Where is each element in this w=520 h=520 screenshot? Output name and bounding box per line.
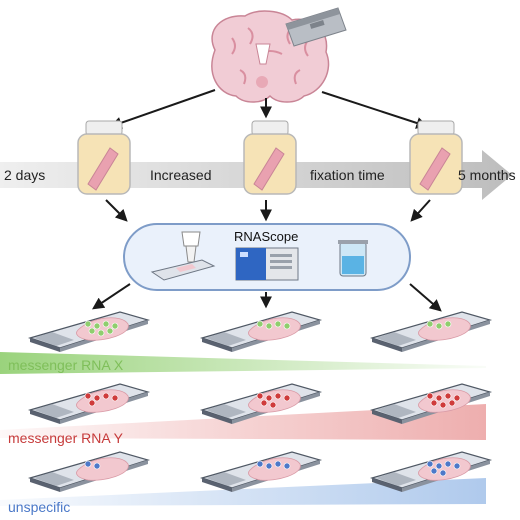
- razor-blade-icon: [285, 7, 347, 47]
- signal-dot: [265, 462, 273, 470]
- signal-dot: [84, 320, 92, 328]
- signal-dot: [426, 460, 434, 468]
- signal-dot: [88, 327, 96, 335]
- signal-dot: [430, 467, 438, 475]
- slides-layer: [27, 311, 493, 492]
- signal-dot: [426, 392, 434, 400]
- signal-dot: [444, 320, 452, 328]
- signal-dot: [102, 320, 110, 328]
- signal-band-rna-x: [0, 352, 486, 374]
- signal-dot: [453, 394, 461, 402]
- signal-dot: [435, 394, 443, 402]
- fixative-jar-right: [409, 120, 463, 195]
- signal-dot: [439, 401, 447, 409]
- arrow-panel-to-slides-left: [92, 283, 131, 310]
- target-label-rna-x: messenger RNA X: [8, 357, 124, 373]
- signal-dot: [426, 320, 434, 328]
- reagent-container-icon: [338, 240, 368, 277]
- signal-dot: [265, 394, 273, 402]
- dropper-icon: [181, 231, 201, 268]
- arrow-brain-to-jar-right: [321, 91, 429, 129]
- signal-dot: [439, 469, 447, 477]
- slide-2-late: [369, 451, 493, 492]
- signal-dot: [283, 394, 291, 402]
- signal-dot: [430, 399, 438, 407]
- arrow-brain-to-jar-left: [109, 89, 216, 129]
- signal-dot: [111, 322, 119, 330]
- slide-0-early: [27, 311, 151, 352]
- slide-1-early: [27, 383, 151, 424]
- slide-0-mid: [199, 311, 323, 352]
- slide-1-late: [369, 383, 493, 424]
- signal-dot: [93, 462, 101, 470]
- signal-band-rna-y: [0, 404, 486, 440]
- assay-title: RNAScope: [234, 229, 299, 244]
- signal-dot: [93, 394, 101, 402]
- arrow-panel-to-slides-right: [409, 283, 442, 312]
- signal-dot: [84, 460, 92, 468]
- signal-dot: [274, 320, 282, 328]
- fixative-jar-left: [77, 120, 131, 195]
- arrow-jar-left-to-panel: [105, 199, 128, 222]
- timeline-middle-label-increased: Increased: [150, 167, 212, 183]
- signal-dot: [111, 394, 119, 402]
- slide-0-late: [369, 311, 493, 352]
- timeline-start-label: 2 days: [4, 167, 46, 183]
- timeline-end-label: 5 months: [458, 167, 516, 183]
- rnascope-instrument-icon: [235, 247, 299, 281]
- signal-dot: [448, 399, 456, 407]
- signal-dot: [269, 401, 277, 409]
- signal-dot: [274, 392, 282, 400]
- signal-dot: [256, 392, 264, 400]
- signal-dot: [97, 329, 105, 337]
- signal-dot: [84, 392, 92, 400]
- signal-dot: [435, 462, 443, 470]
- signal-dot: [93, 322, 101, 330]
- signal-dot: [256, 460, 264, 468]
- slide-2-early: [27, 451, 151, 492]
- signal-dot: [274, 460, 282, 468]
- target-label-rna-y: messenger RNA Y: [8, 430, 123, 446]
- panel-slide-icon: [150, 259, 216, 281]
- target-label-unspecific: unspecific: [8, 499, 71, 515]
- signal-dot: [283, 322, 291, 330]
- signal-dot: [102, 392, 110, 400]
- signal-dot: [435, 322, 443, 330]
- signal-dot: [106, 327, 114, 335]
- slide-1-mid: [199, 383, 323, 424]
- signal-dot: [453, 462, 461, 470]
- signal-dot: [256, 320, 264, 328]
- signal-dot: [444, 392, 452, 400]
- timeline-middle-label-fixation-time: fixation time: [310, 167, 385, 183]
- signal-dot: [444, 460, 452, 468]
- arrow-jar-right-to-panel: [410, 199, 431, 222]
- signal-dot: [88, 399, 96, 407]
- signal-dot: [283, 462, 291, 470]
- signal-dot: [260, 399, 268, 407]
- fixative-jar-middle: [243, 120, 297, 195]
- signal-band-unspecific: [0, 478, 486, 506]
- slide-2-mid: [199, 451, 323, 492]
- signal-dot: [265, 322, 273, 330]
